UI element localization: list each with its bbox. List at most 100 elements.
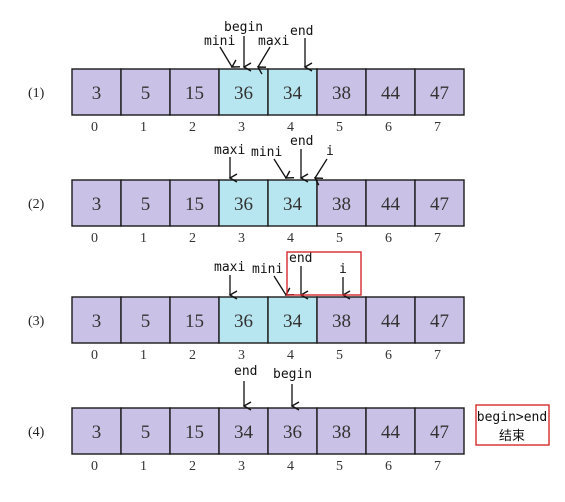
pointer-label: i	[326, 144, 334, 159]
array-cell-1	[120, 179, 171, 227]
pointer-arrow	[219, 46, 241, 68]
index-label: 6	[385, 231, 392, 246]
index-label: 1	[140, 120, 147, 135]
row-label: (3)	[28, 314, 45, 329]
array-cell-3	[218, 179, 269, 227]
cell-value: 15	[185, 83, 204, 104]
cell-value: 36	[234, 194, 253, 215]
cell-value: 34	[283, 83, 303, 104]
cell-value: 44	[381, 311, 401, 332]
array-cell-2	[169, 296, 220, 344]
index-label: 1	[140, 231, 147, 246]
cell-value: 47	[430, 194, 449, 215]
index-label: 5	[336, 231, 343, 246]
array-cell-0	[71, 296, 122, 344]
pointer-label: maxi	[214, 260, 245, 275]
array-cell-1	[120, 296, 171, 344]
row-label: (1)	[28, 86, 45, 101]
index-label: 6	[385, 120, 392, 135]
cell-value: 3	[92, 422, 102, 443]
array-cell-7	[414, 296, 465, 344]
index-label: 0	[91, 459, 98, 474]
index-label: 2	[189, 348, 196, 363]
note-end-label: 结束	[499, 429, 525, 444]
cell-value: 47	[430, 422, 449, 443]
cell-value: 34	[283, 194, 303, 215]
array-cell-4	[267, 179, 318, 227]
cell-value: 3	[92, 83, 102, 104]
array-cell-0	[71, 179, 122, 227]
array-cell-4	[267, 296, 318, 344]
note-box	[475, 404, 550, 446]
cell-value: 3	[92, 194, 102, 215]
cell-value: 38	[332, 194, 351, 215]
pointer-arrow	[313, 158, 328, 186]
index-label: 0	[91, 348, 98, 363]
pointer-end: end	[290, 24, 313, 72]
index-label: 0	[91, 231, 98, 246]
index-label: 7	[434, 120, 441, 135]
row-label: (4)	[28, 425, 45, 440]
pointer-mini: mini	[251, 145, 295, 179]
index-label: 5	[336, 120, 343, 135]
pointer-mini: mini	[204, 34, 241, 68]
pointer-end: end	[234, 364, 257, 411]
pointer-label: end	[290, 24, 313, 39]
pointer-label: end	[290, 134, 313, 149]
index-label: 3	[238, 348, 245, 363]
note-condition: begin>end	[477, 410, 547, 425]
cell-value: 47	[430, 83, 449, 104]
cell-value: 36	[234, 83, 253, 104]
cell-value: 5	[141, 83, 151, 104]
cell-value: 36	[283, 422, 302, 443]
pointer-label: end	[234, 364, 257, 379]
pointer-label: maxi	[258, 34, 289, 49]
array-cell-5	[316, 296, 367, 344]
array-cell-2	[169, 68, 220, 116]
cell-value: 34	[283, 311, 303, 332]
cell-value: 38	[332, 83, 351, 104]
cell-value: 44	[381, 422, 401, 443]
cell-value: 3	[92, 311, 102, 332]
array-cell-1	[120, 68, 171, 116]
pointer-label: i	[339, 262, 347, 277]
array-row-1: (1)3051152363344385446477minibeginmaxien…	[28, 20, 465, 135]
end-i-highlight-box	[286, 251, 362, 296]
pointer-label: begin	[224, 20, 263, 35]
array-cell-1	[120, 407, 171, 455]
index-label: 3	[238, 231, 245, 246]
array-cell-5	[316, 68, 367, 116]
cell-value: 47	[430, 311, 449, 332]
pointer-begin: begin	[273, 367, 312, 411]
termination-note: begin>end 结束	[475, 404, 550, 446]
pointer-maxi: maxi	[214, 143, 245, 183]
pointer-label: end	[289, 251, 312, 266]
pointer-end: end	[290, 134, 313, 183]
array-cell-0	[71, 407, 122, 455]
cell-value: 38	[332, 422, 351, 443]
pointer-arrow	[256, 46, 271, 75]
pointer-label: begin	[273, 367, 312, 382]
cell-value: 44	[381, 83, 401, 104]
array-cell-0	[71, 68, 122, 116]
cell-value: 34	[234, 422, 254, 443]
cell-value: 44	[381, 194, 401, 215]
pointer-label: mini	[251, 145, 282, 160]
index-label: 2	[189, 231, 196, 246]
row-label: (2)	[28, 197, 45, 212]
index-label: 6	[385, 459, 392, 474]
array-cell-5	[316, 179, 367, 227]
pointer-begin: begin	[224, 20, 263, 72]
pointer-mini: mini	[252, 262, 295, 296]
index-label: 3	[238, 120, 245, 135]
pointer-end: end	[289, 251, 312, 300]
array-cell-2	[169, 407, 220, 455]
cell-value: 5	[141, 311, 151, 332]
index-label: 4	[287, 120, 294, 135]
cell-value: 5	[141, 422, 151, 443]
array-cell-6	[365, 68, 416, 116]
array-cell-7	[414, 68, 465, 116]
